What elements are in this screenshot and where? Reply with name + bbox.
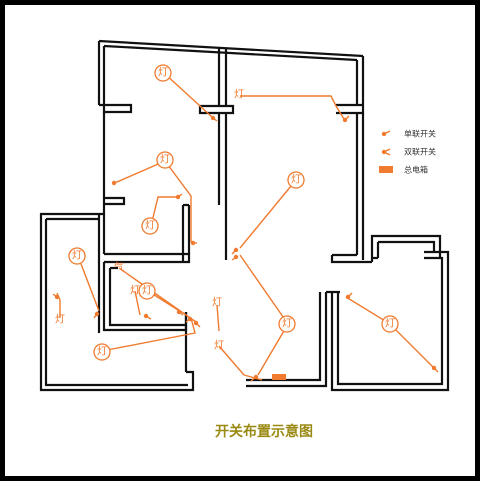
legend-distribution-box: 总电箱 (379, 165, 428, 175)
wire-entry-b (218, 345, 245, 376)
svg-text:灯: 灯 (145, 220, 155, 232)
legend: 单联开关 双联开关 总电箱 (379, 129, 436, 175)
lamp-label-bath: 灯 (55, 314, 65, 326)
wall-right-upper (336, 56, 365, 115)
svg-text:灯: 灯 (291, 174, 301, 186)
lamp-163-73: 灯 (154, 64, 172, 82)
lamp-102-352: 灯 (93, 343, 111, 361)
wire-hall-to-door (239, 254, 289, 376)
legend-double-switch: 双联开关 (381, 147, 436, 157)
diagram-caption: 开关布置示意图 (215, 423, 313, 440)
svg-text:灯: 灯 (72, 250, 82, 262)
distribution-box-symbol (272, 374, 286, 380)
wire-living-top (240, 95, 345, 120)
lamp-165-160: 灯 (156, 151, 174, 169)
wall-bedroom1-ledge (99, 103, 133, 114)
walls (39, 39, 450, 392)
legend-distribution-box-label: 总电箱 (404, 165, 428, 175)
svg-text:灯: 灯 (160, 154, 170, 166)
switch-symbols (52, 115, 439, 382)
lamp-150-226: 灯 (141, 217, 159, 235)
legend-single-switch-label: 单联开关 (404, 129, 436, 139)
wire-small1 (134, 290, 141, 316)
lamp-label-entry: 灯 (214, 340, 224, 352)
wall-top-inner (103, 44, 358, 62)
diagram-canvas: 灯 灯 灯 灯 灯 灯 灯 灯 灯 灯 灯 灯 灯 灯 气 单联开关 (5, 5, 475, 476)
wire-entry-a (216, 304, 220, 332)
legend-double-switch-label: 双联开关 (404, 147, 436, 157)
wall-bedroom1-bottom (104, 252, 191, 264)
wire-bed1 (163, 72, 213, 118)
wall-living-bottom (330, 253, 372, 264)
wall-center-partition (198, 47, 235, 260)
wire-dining (101, 317, 196, 352)
wall-left-upper (97, 41, 106, 105)
lamp-296-180: 灯 (287, 171, 305, 189)
wall-top-outer (98, 39, 364, 58)
wall-balcony (370, 234, 442, 262)
svg-text:灯: 灯 (142, 285, 152, 297)
floor-plan-svg: 灯 灯 灯 灯 灯 灯 灯 灯 灯 灯 灯 灯 灯 灯 气 单联开关 (39, 39, 450, 440)
lamp-147-291: 灯 (138, 282, 156, 300)
wire-bed2-a (116, 160, 166, 183)
svg-text:灯: 灯 (282, 318, 292, 330)
lamp-label-living: 灯 (234, 89, 244, 101)
wall-right-room (326, 250, 450, 392)
wire-hall (239, 179, 297, 249)
wall-entrance (246, 292, 328, 388)
wall-right-mid (355, 113, 365, 260)
lamp-390-324: 灯 (381, 315, 399, 333)
wire-bed2-c (150, 196, 178, 227)
legend-single-switch: 单联开关 (381, 129, 436, 139)
wire-bath (77, 255, 100, 312)
lamp-287-324: 灯 (278, 315, 296, 333)
lamp-label-kitchen: 灯 (130, 285, 140, 297)
wall-right-of-bed1 (181, 203, 191, 262)
wall-left-inner (44, 217, 188, 387)
wire-entry-switch (243, 374, 263, 381)
svg-text:灯: 灯 (158, 67, 168, 79)
wire-bed2-b (164, 160, 192, 242)
svg-text:灯: 灯 (385, 318, 395, 330)
distribution-box-icon (379, 166, 393, 173)
wall-left-mid (99, 112, 106, 216)
svg-text:灯: 灯 (97, 346, 107, 358)
lamp-77-256: 灯 (68, 247, 86, 265)
gas-label: 气 (114, 261, 124, 274)
wall-closet (104, 196, 126, 206)
wall-bath-top (39, 212, 195, 392)
wire-kitchen (118, 267, 197, 323)
lamp-label-corridor: 灯 (212, 297, 222, 309)
